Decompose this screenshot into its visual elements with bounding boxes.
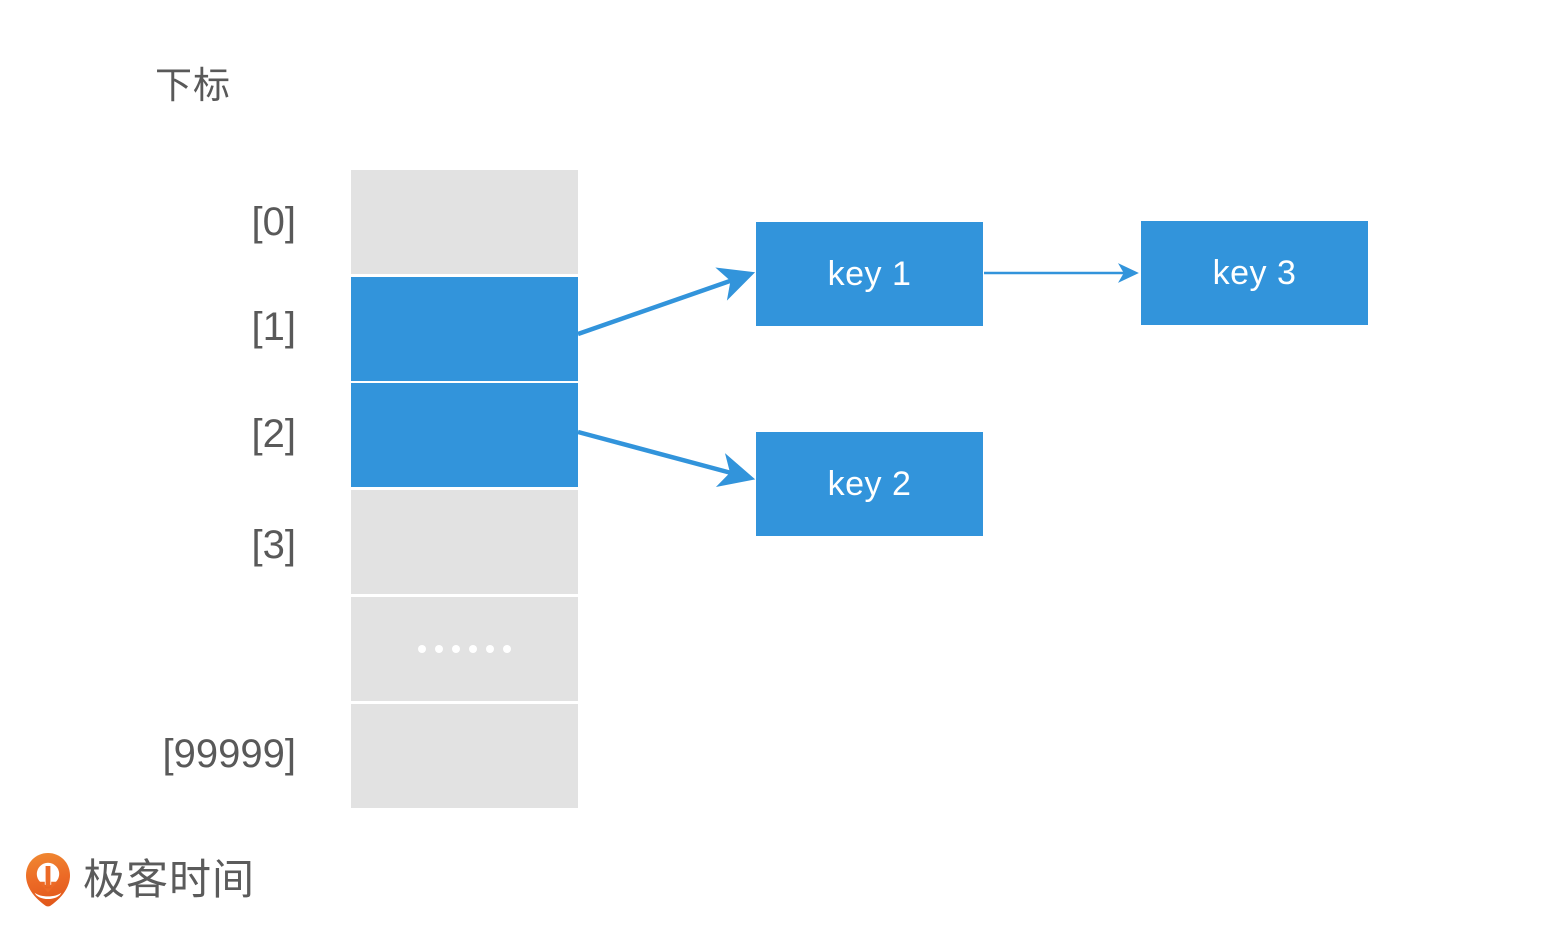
index-label-99999: [99999] [162, 732, 296, 776]
brand-name: 极客时间 [83, 856, 256, 903]
key-node-key3[interactable]: key 3 [1141, 221, 1368, 325]
link-cell2-to-key2 [577, 429, 756, 488]
index-label-2: [2] [251, 412, 296, 456]
array-cell-1[interactable] [351, 277, 578, 381]
array-cell-0[interactable] [351, 170, 578, 274]
index-label-1: [1] [251, 305, 296, 349]
key-node-key1[interactable]: key 1 [756, 222, 983, 326]
key-node-key2[interactable]: key 2 [756, 432, 983, 536]
link-cell1-to-key1 [577, 267, 756, 337]
index-column-heading: 下标 [155, 65, 231, 106]
array-cell-2[interactable] [351, 383, 578, 487]
array-cell-ellipsis[interactable] [351, 597, 578, 701]
key-node-label: key 3 [1212, 253, 1297, 292]
geektime-pin-icon [26, 853, 70, 907]
key-node-label: key 2 [827, 464, 912, 503]
index-label-0: [0] [251, 200, 296, 244]
key-node-label: key 1 [827, 254, 912, 293]
ellipsis-dots-icon [351, 645, 578, 653]
brand-watermark: 极客时间 [24, 852, 255, 908]
array-cell-3[interactable] [351, 490, 578, 594]
index-label-3: [3] [251, 523, 296, 567]
array-cell-99999[interactable] [351, 704, 578, 808]
